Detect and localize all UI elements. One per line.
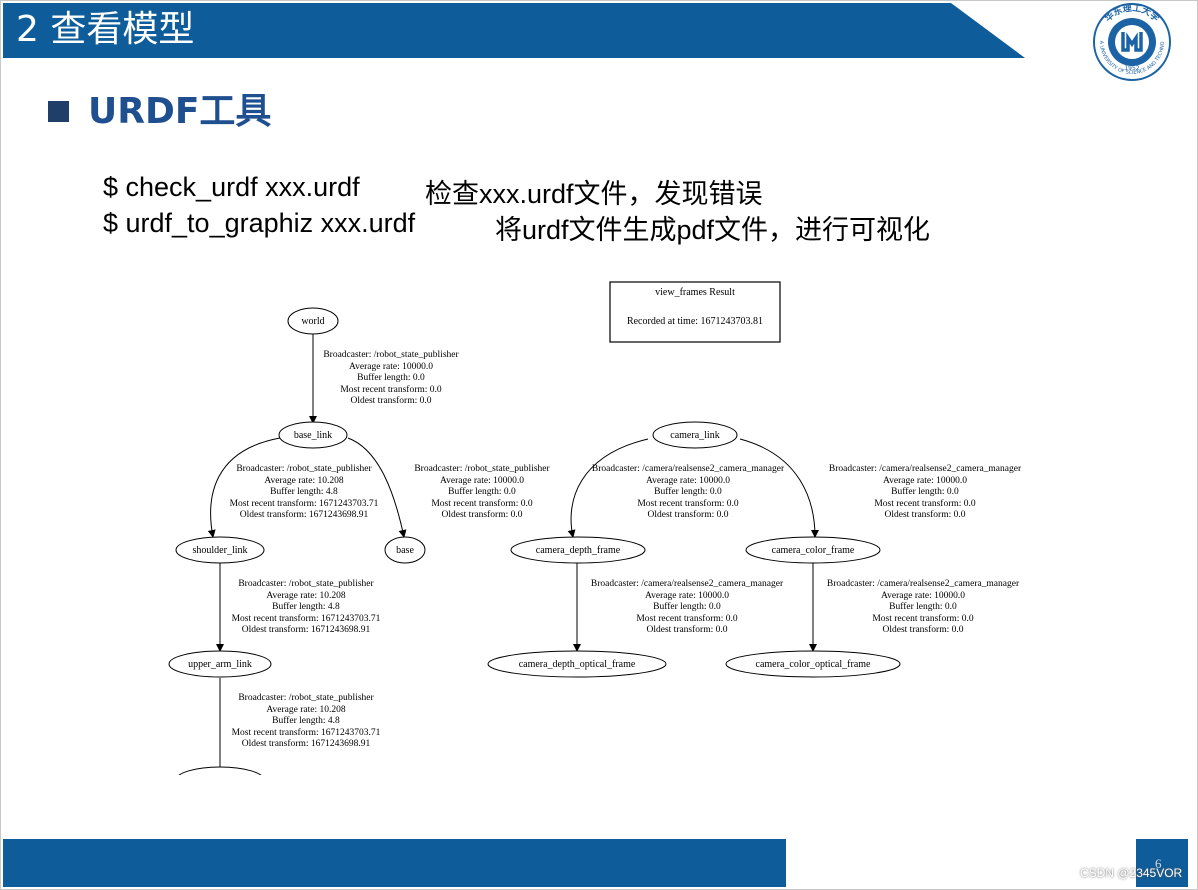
node-camera-depth-frame	[510, 536, 646, 564]
title-banner	[3, 3, 1033, 58]
edge-label-line: Most recent transform: 0.0	[636, 613, 738, 624]
node-label: camera_depth_optical_frame	[519, 659, 636, 670]
command-text: $ urdf_to_graphiz xxx.urdf	[103, 208, 416, 238]
edge-label-line: Most recent transform: 0.0	[874, 498, 976, 509]
edge-label-block: Broadcaster: /robot_state_publisher Aver…	[232, 693, 381, 749]
edge-label-block: Broadcaster: /robot_state_publisher Aver…	[230, 464, 379, 520]
edge-label-line: Average rate: 10.208	[264, 476, 343, 486]
edge-label-line: Average rate: 10000.0	[881, 591, 965, 601]
edge-label-line: Oldest transform: 0.0	[350, 395, 431, 406]
command-text: $ check_urdf xxx.urdf	[103, 172, 360, 202]
edge-label-line: Oldest transform: 0.0	[646, 624, 727, 635]
edge-label-line: Buffer length: 0.0	[448, 486, 516, 497]
result-box-title: view_frames Result	[655, 287, 735, 298]
watermark: CSDN @2345VOR	[1080, 866, 1183, 880]
edge-label-line: Oldest transform: 0.0	[884, 509, 965, 520]
edge-label-line: Buffer length: 0.0	[653, 601, 721, 612]
logo-year: 1952	[1124, 65, 1139, 72]
node-upper-arm-link	[168, 650, 272, 678]
node-camera-color-optical-frame	[725, 650, 901, 678]
edge-label-line: Oldest transform: 0.0	[882, 624, 963, 635]
edge-label-line: Most recent transform: 0.0	[340, 384, 442, 395]
slide-title: 2 查看模型	[16, 9, 195, 50]
node-label: upper_arm_link	[188, 659, 252, 670]
edge-label-line: Most recent transform: 1671243703.71	[232, 727, 381, 738]
edge-base-link-shoulder-link	[207, 437, 281, 538]
edge-camera-link-depth-frame	[567, 438, 649, 538]
footer-bar	[3, 839, 786, 887]
edge-label-line: Oldest transform: 1671243698.91	[240, 509, 369, 520]
node-camera-link	[652, 421, 738, 449]
edge-label-line: Most recent transform: 1671243703.71	[230, 498, 379, 509]
section-bullet-icon	[48, 101, 69, 122]
node-world	[287, 307, 339, 335]
edge-label-line: Broadcaster: /robot_state_publisher	[236, 464, 372, 474]
edge-label-block: Broadcaster: /camera/realsense2_camera_m…	[827, 579, 1020, 635]
edge-label-line: Broadcaster: /robot_state_publisher	[238, 579, 374, 589]
node-base-link	[278, 421, 348, 449]
result-box	[609, 281, 781, 343]
node-label: base_link	[294, 430, 332, 441]
edge-label-line: Buffer length: 0.0	[654, 486, 722, 497]
edge-label-line: Broadcaster: /camera/realsense2_camera_m…	[592, 464, 785, 474]
node-label: camera_color_optical_frame	[756, 659, 871, 670]
edge-label-line: Most recent transform: 0.0	[637, 498, 739, 509]
edge-label-line: Broadcaster: /camera/realsense2_camera_m…	[827, 579, 1020, 589]
edge-label-line: Average rate: 10.208	[266, 705, 345, 715]
section-title: URDF工具	[88, 91, 272, 132]
edge-label-line: Broadcaster: /robot_state_publisher	[323, 350, 459, 360]
edge-camera-link-color-frame	[739, 438, 819, 538]
edge-label-line: Average rate: 10000.0	[645, 591, 729, 601]
edge-label-line: Average rate: 10.208	[266, 591, 345, 601]
edge-label-block: Broadcaster: /robot_state_publisher Aver…	[414, 464, 550, 520]
command-description: 检查xxx.urdf文件，发现错误	[425, 179, 763, 209]
edge-label-line: Most recent transform: 0.0	[431, 498, 533, 509]
node-cut-off	[178, 766, 262, 775]
edge-label-line: Oldest transform: 1671243698.91	[242, 738, 371, 749]
node-shoulder-link	[175, 536, 265, 564]
edge-label-line: Buffer length: 4.8	[270, 486, 338, 497]
node-label: camera_color_frame	[772, 545, 855, 556]
edge-label-line: Buffer length: 4.8	[272, 715, 340, 726]
edge-label-block: Broadcaster: /camera/realsense2_camera_m…	[829, 464, 1022, 520]
edge-label-block: Broadcaster: /camera/realsense2_camera_m…	[591, 579, 784, 635]
edge-label-line: Average rate: 10000.0	[349, 362, 433, 372]
node-camera-depth-optical-frame	[487, 650, 667, 678]
edge-label-line: Average rate: 10000.0	[883, 476, 967, 486]
title-banner-shape	[3, 3, 1025, 58]
edge-label-line: Broadcaster: /camera/realsense2_camera_m…	[591, 579, 784, 589]
node-label: camera_link	[670, 430, 719, 441]
edge-base-link-base	[347, 437, 407, 538]
edge-label-line: Broadcaster: /camera/realsense2_camera_m…	[829, 464, 1022, 474]
edge-label-line: Buffer length: 0.0	[891, 486, 959, 497]
command-description: 将urdf文件生成pdf文件，进行可视化	[495, 215, 931, 245]
edge-label-line: Average rate: 10000.0	[646, 476, 730, 486]
footer-page-box	[1136, 839, 1188, 887]
edge-label-line: Average rate: 10000.0	[440, 476, 524, 486]
edge-label-line: Buffer length: 0.0	[889, 601, 957, 612]
node-camera-color-frame	[745, 536, 881, 564]
node-base	[384, 536, 426, 564]
university-logo: 华东理工大学 CHINA UNIVERSITY OF SCIENCE AND T…	[1092, 2, 1171, 81]
edge-label-line: Oldest transform: 1671243698.91	[242, 624, 371, 635]
node-label: world	[301, 316, 324, 327]
edge-label-line: Buffer length: 4.8	[272, 601, 340, 612]
node-label: camera_depth_frame	[536, 545, 621, 556]
page-number: 6	[1155, 856, 1162, 871]
result-box-recorded: Recorded at time: 1671243703.81	[627, 316, 763, 327]
edge-label-block: Broadcaster: /camera/realsense2_camera_m…	[592, 464, 785, 520]
node-label: shoulder_link	[193, 545, 248, 556]
edge-label-block: Broadcaster: /robot_state_publisher Aver…	[323, 350, 459, 406]
edge-label-line: Broadcaster: /robot_state_publisher	[414, 464, 550, 474]
edge-label-line: Most recent transform: 1671243703.71	[232, 613, 381, 624]
node-label: base	[396, 545, 414, 556]
edge-label-line: Most recent transform: 0.0	[872, 613, 974, 624]
edge-label-line: Buffer length: 0.0	[357, 372, 425, 383]
tf-frames-graph: view_frames Result Recorded at time: 167…	[168, 281, 1022, 775]
edge-label-line: Oldest transform: 0.0	[647, 509, 728, 520]
edge-label-line: Broadcaster: /robot_state_publisher	[238, 693, 374, 703]
edge-label-line: Oldest transform: 0.0	[441, 509, 522, 520]
edge-label-block: Broadcaster: /robot_state_publisher Aver…	[232, 579, 381, 635]
